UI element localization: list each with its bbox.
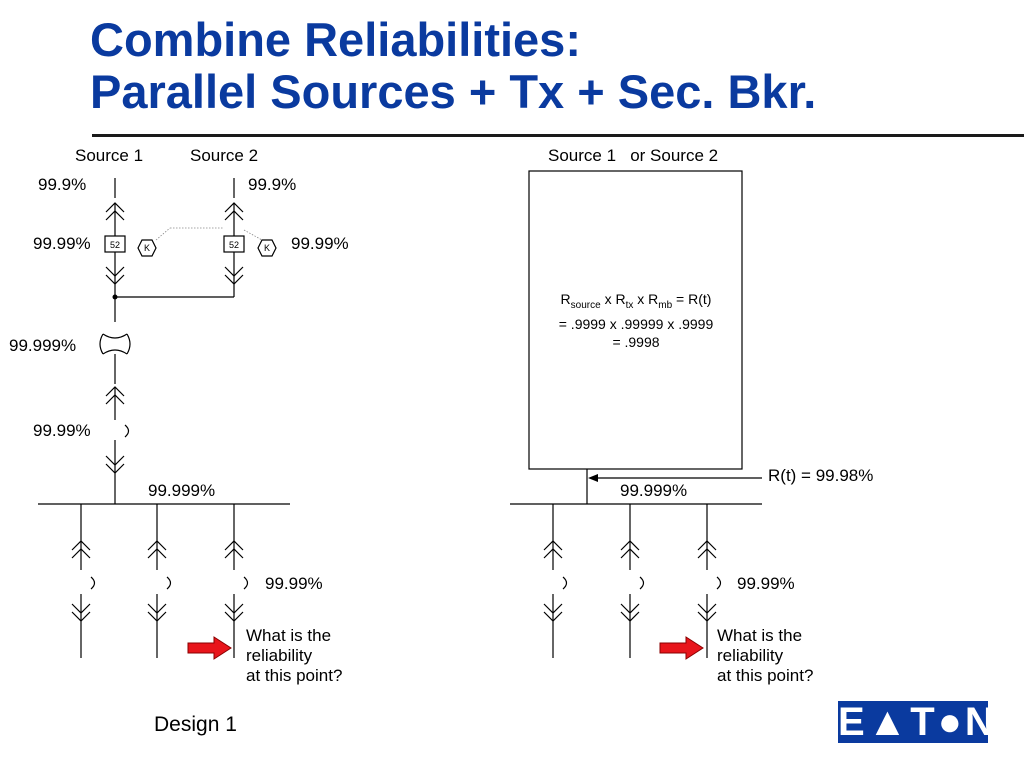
rt-label: R(t) = 99.98%	[768, 466, 874, 485]
slide-title-line2: Parallel Sources + Tx + Sec. Bkr.	[90, 65, 817, 118]
left-question-line2: reliability	[246, 646, 313, 665]
right-bus-reliability: 99.999%	[620, 481, 688, 500]
left-feeder-reliability: 99.99%	[265, 574, 323, 593]
left-feeder-1	[71, 504, 96, 658]
breaker2-tag: 52	[229, 240, 239, 250]
left-question: What is the reliability at this point?	[246, 626, 376, 686]
slide-title-line1: Combine Reliabilities:	[90, 13, 581, 66]
combined-source-box	[528, 170, 743, 470]
breaker1-reliability: 99.99%	[33, 234, 91, 253]
source1-reliability: 99.9%	[38, 175, 87, 194]
combined-source-label: Source 1 or Source 2	[548, 146, 719, 165]
left-question-arrow	[187, 636, 232, 660]
right-feeder-1	[543, 504, 568, 658]
relay2-tag: K	[264, 243, 270, 253]
source1-label: Source 1	[75, 146, 144, 165]
breaker2-reliability: 99.99%	[291, 234, 349, 253]
source2-reliability: 99.9%	[248, 175, 297, 194]
left-question-line3: at this point?	[246, 666, 343, 685]
right-feeder-2	[620, 504, 645, 658]
formula-line2: = .9999 x .99999 x .9999	[558, 315, 714, 332]
reliability-formula: Rsource x Rtx x Rmb = R(t) = .9999 x .99…	[530, 290, 742, 351]
transformer-reliability: 99.999%	[9, 336, 77, 355]
left-feeder-3	[224, 504, 249, 658]
slide-title: Combine Reliabilities: Parallel Sources …	[90, 14, 816, 118]
right-question-arrow	[659, 636, 704, 660]
relay2	[257, 239, 277, 257]
right-question: What is the reliability at this point?	[717, 626, 847, 686]
relay1-tag: K	[144, 243, 150, 253]
formula-line3: = .9998	[612, 333, 660, 350]
right-feeder-3	[697, 504, 722, 658]
eaton-logo: E▲T●N	[838, 700, 997, 744]
relay1	[137, 239, 157, 257]
rt-pointer-arrowhead	[588, 474, 598, 482]
transformer-symbol	[99, 333, 131, 355]
design-label: Design 1	[154, 713, 237, 736]
title-rule	[92, 134, 1024, 137]
right-question-line2: reliability	[717, 646, 784, 665]
left-question-line1: What is the	[246, 626, 332, 645]
right-question-line3: at this point?	[717, 666, 814, 685]
relay-link-1	[155, 227, 171, 241]
junction-dot	[112, 294, 118, 300]
main-breaker-reliability: 99.99%	[33, 421, 91, 440]
source2-label: Source 2	[190, 146, 259, 165]
right-feeder-reliability: 99.99%	[737, 574, 795, 593]
breaker1-tag: 52	[110, 240, 120, 250]
relay-link-2	[243, 229, 263, 241]
left-feeder-2	[147, 504, 172, 658]
formula-line1: Rsource x Rtx x Rmb = R(t)	[560, 291, 712, 311]
right-question-line1: What is the	[717, 626, 803, 645]
left-bus-reliability: 99.999%	[148, 481, 216, 500]
main-breaker-arc	[124, 424, 130, 438]
